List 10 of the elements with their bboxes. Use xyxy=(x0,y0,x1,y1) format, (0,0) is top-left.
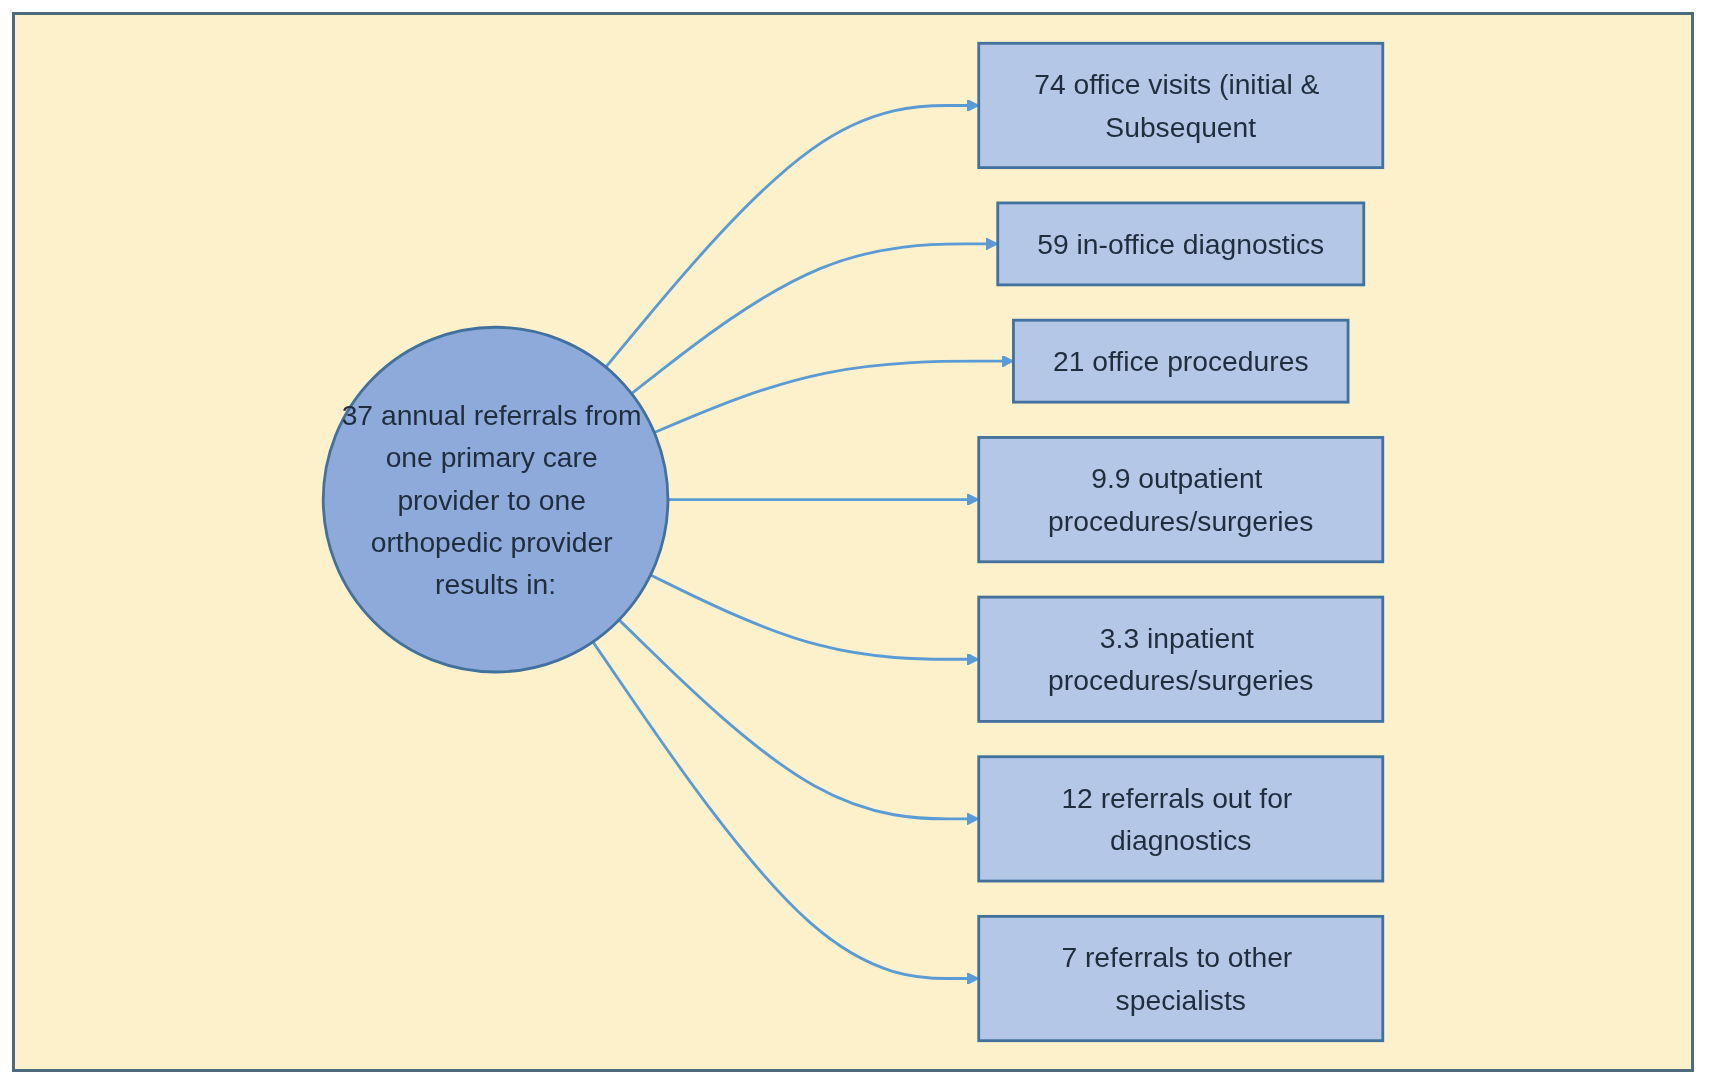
node-box xyxy=(977,436,1385,564)
node-box xyxy=(977,41,1385,170)
diagram-background: 37 annual referrals from one primary care provider to one orthopedic provider results in: 74 office visits (initial & Subsequent 59 in-office diagnostics 21 office procedures 9.9 outpatient procedures/surgeries 3.3 inpatient procedures/surgeries 12 referrals out for diagnostics 7 referrals to other specialists xyxy=(12,12,1694,1072)
node-circle xyxy=(321,325,670,674)
arrow xyxy=(653,354,1014,434)
node-box xyxy=(977,755,1385,883)
node-box xyxy=(996,201,1366,287)
node-box xyxy=(1012,318,1350,404)
node-box xyxy=(977,595,1385,723)
node-box xyxy=(977,914,1385,1043)
